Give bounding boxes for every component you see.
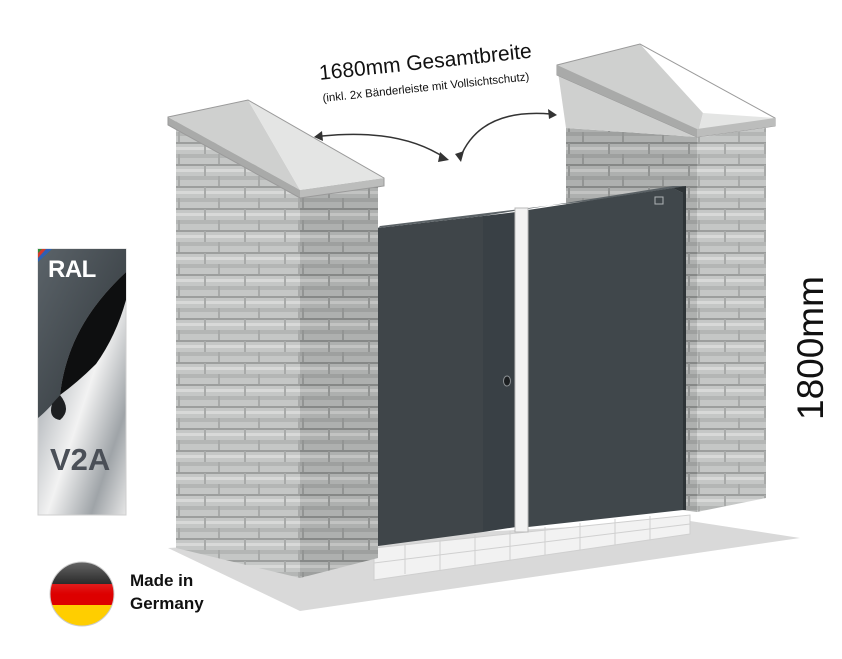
gate-right-leaf bbox=[528, 188, 683, 527]
ral-badge-label: RAL bbox=[48, 256, 96, 283]
gate-hinge-strip bbox=[514, 207, 529, 533]
arrow-head-left bbox=[438, 152, 449, 162]
gate-right-frame bbox=[673, 186, 686, 510]
sheet-curl bbox=[60, 272, 126, 395]
floor-tiles bbox=[373, 514, 691, 581]
gate-top-edge bbox=[378, 186, 686, 228]
material-badge bbox=[37, 248, 127, 516]
ral-color-sheet bbox=[38, 249, 126, 418]
arrow-tail-right bbox=[548, 109, 557, 119]
left-pillar bbox=[167, 99, 385, 578]
gate-logo-plate bbox=[654, 196, 664, 205]
made-in-label: Made in bbox=[130, 571, 194, 590]
width-arrows bbox=[321, 112, 552, 159]
germany-flag-icon bbox=[50, 562, 114, 626]
gate-lock bbox=[503, 375, 511, 387]
gate bbox=[378, 186, 686, 546]
made-in-country-label: Germany bbox=[130, 594, 204, 613]
arrow-head-right bbox=[455, 151, 464, 162]
gate-middle-panel bbox=[483, 212, 516, 532]
arrow-tail-left bbox=[314, 131, 323, 141]
gate-left-leaf bbox=[378, 216, 483, 546]
height-dimension-label: 1800mm bbox=[790, 276, 831, 420]
v2a-badge-label: V2A bbox=[50, 442, 111, 477]
